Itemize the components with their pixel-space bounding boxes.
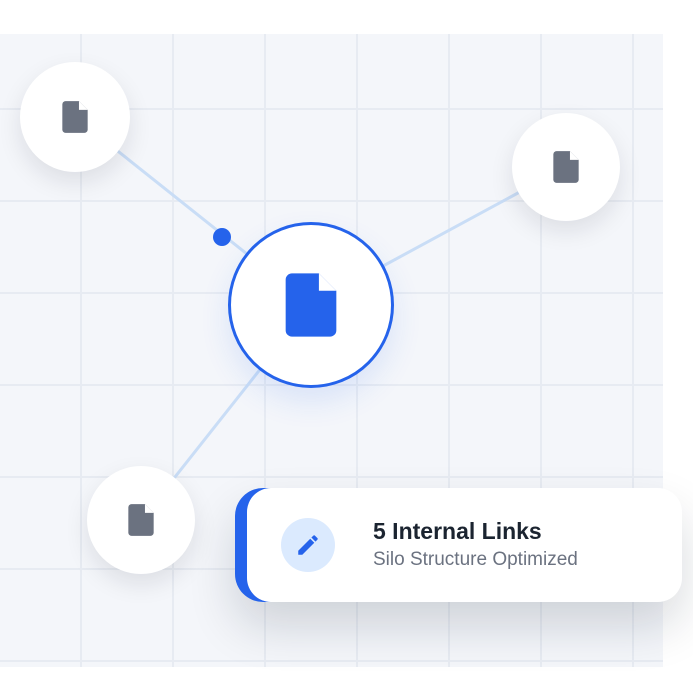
page-node-center: [228, 222, 394, 388]
document-icon: [553, 151, 579, 183]
document-icon: [128, 504, 154, 536]
pencil-icon: [298, 535, 318, 555]
internal-links-card-body: 5 Internal Links Silo Structure Optimize…: [247, 488, 682, 602]
card-text-block: 5 Internal Links Silo Structure Optimize…: [373, 518, 578, 571]
pencil-icon-badge: [281, 518, 335, 572]
document-icon: [285, 273, 337, 337]
document-icon: [62, 101, 88, 133]
page-node-bottom-left: [87, 466, 195, 574]
page-node-top-left: [20, 62, 130, 172]
card-subtitle: Silo Structure Optimized: [373, 548, 578, 570]
internal-links-card: 5 Internal Links Silo Structure Optimize…: [235, 488, 682, 602]
page-node-top-right: [512, 113, 620, 221]
card-title: 5 Internal Links: [373, 518, 542, 545]
